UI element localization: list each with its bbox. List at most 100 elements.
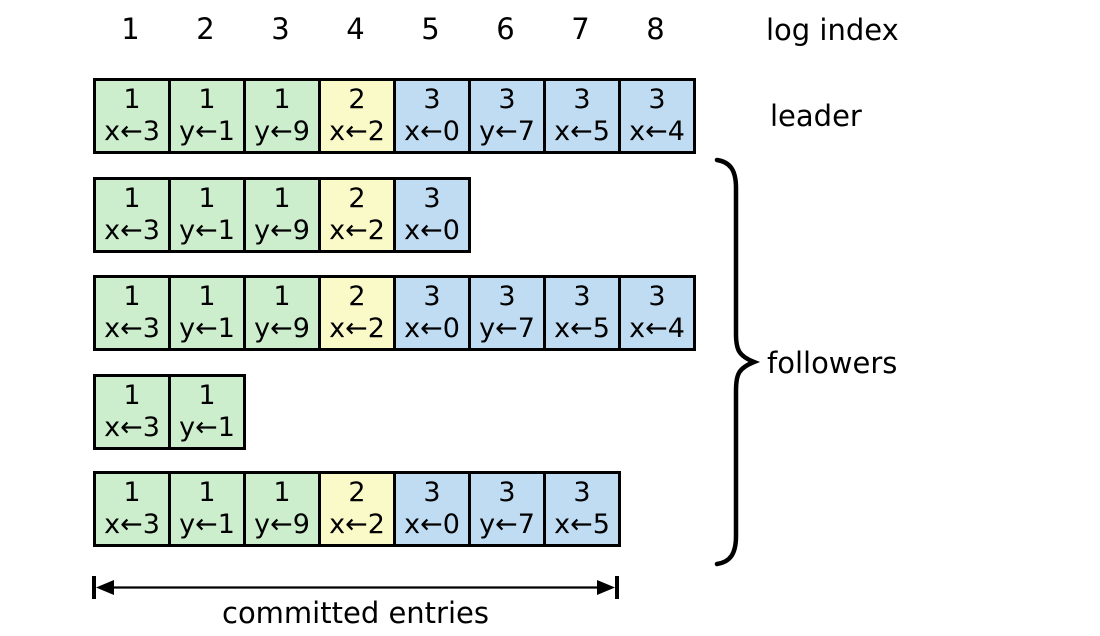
- entry-command: x←2: [329, 509, 385, 540]
- entry-command: y←9: [254, 215, 310, 246]
- left-arrowhead: [96, 580, 114, 595]
- entry-term: 2: [348, 183, 366, 214]
- entry-term: 1: [273, 84, 291, 115]
- entry-command: y←9: [254, 509, 310, 540]
- entry-command: x←5: [554, 509, 610, 540]
- entry-term: 3: [423, 477, 441, 508]
- log-index-number: 4: [346, 12, 365, 46]
- entry-command: y←9: [254, 116, 310, 147]
- entry-term: 2: [348, 477, 366, 508]
- entry-command: x←3: [104, 215, 160, 246]
- entry-command: y←1: [179, 509, 235, 540]
- log-index-number: 5: [421, 12, 440, 46]
- log-index-label: log index: [766, 13, 899, 47]
- entry-term: 3: [573, 477, 591, 508]
- entry-term: 1: [198, 380, 216, 411]
- entry-command: x←0: [404, 215, 460, 246]
- entry-term: 3: [423, 84, 441, 115]
- entry-command: x←2: [329, 116, 385, 147]
- entry-command: x←3: [104, 116, 160, 147]
- right-arrowhead: [597, 580, 615, 595]
- log-index-number: 7: [571, 12, 590, 46]
- entry-command: x←5: [554, 116, 610, 147]
- followers-brace: [714, 157, 761, 567]
- entry-command: x←2: [329, 313, 385, 344]
- entry-term: 3: [423, 183, 441, 214]
- entry-term: 1: [123, 477, 141, 508]
- entry-term: 3: [498, 477, 516, 508]
- entry-command: y←1: [179, 116, 235, 147]
- leader-label: leader: [770, 99, 862, 133]
- log-index-number: 1: [121, 12, 140, 46]
- entry-term: 1: [123, 380, 141, 411]
- entry-command: y←7: [479, 116, 535, 147]
- entry-term: 1: [273, 477, 291, 508]
- entry-term: 1: [198, 183, 216, 214]
- entry-command: x←2: [329, 215, 385, 246]
- entry-term: 3: [498, 281, 516, 312]
- entry-command: x←0: [404, 313, 460, 344]
- entry-term: 1: [123, 183, 141, 214]
- entry-term: 2: [348, 84, 366, 115]
- log-index-number: 2: [196, 12, 215, 46]
- entry-command: y←7: [479, 313, 535, 344]
- entry-command: x←3: [104, 509, 160, 540]
- log-index-number: 8: [646, 12, 665, 46]
- entry-command: x←3: [104, 313, 160, 344]
- entry-term: 1: [123, 281, 141, 312]
- entry-term: 3: [423, 281, 441, 312]
- entry-command: x←5: [554, 313, 610, 344]
- entry-term: 3: [573, 281, 591, 312]
- entry-command: y←9: [254, 313, 310, 344]
- entry-command: y←1: [179, 313, 235, 344]
- entry-term: 1: [198, 281, 216, 312]
- log-index-number: 3: [271, 12, 290, 46]
- entry-command: x←3: [104, 412, 160, 443]
- entry-command: y←1: [179, 215, 235, 246]
- entry-term: 1: [123, 84, 141, 115]
- entry-command: x←4: [629, 313, 685, 344]
- entry-command: x←4: [629, 116, 685, 147]
- entry-command: x←0: [404, 116, 460, 147]
- entry-term: 1: [198, 84, 216, 115]
- entry-command: y←7: [479, 509, 535, 540]
- entry-term: 3: [648, 281, 666, 312]
- followers-label: followers: [767, 346, 898, 380]
- committed-entries-label: committed entries: [222, 596, 489, 630]
- entry-term: 1: [273, 183, 291, 214]
- entry-term: 1: [198, 477, 216, 508]
- entry-command: x←0: [404, 509, 460, 540]
- entry-term: 2: [348, 281, 366, 312]
